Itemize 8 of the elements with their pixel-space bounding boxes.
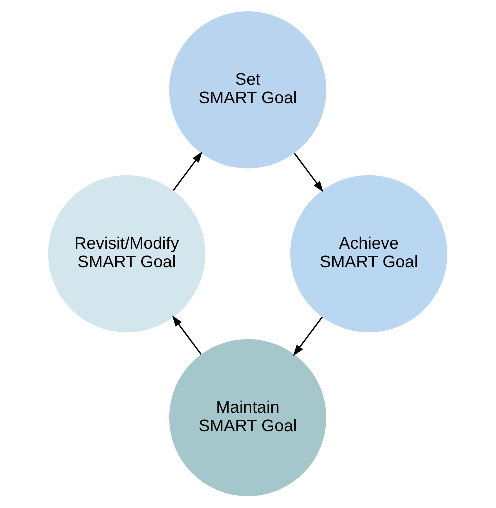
node-circle: Achieve SMART Goal	[290, 175, 448, 333]
node-circle: Set SMART Goal	[169, 12, 327, 169]
arrow	[172, 316, 202, 356]
arrow	[293, 316, 323, 356]
node-circle: Revisit/Modify SMART Goal	[48, 175, 206, 333]
node-circle: Maintain SMART Goal	[169, 339, 327, 496]
arrow	[294, 153, 324, 192]
arrow	[173, 152, 203, 192]
